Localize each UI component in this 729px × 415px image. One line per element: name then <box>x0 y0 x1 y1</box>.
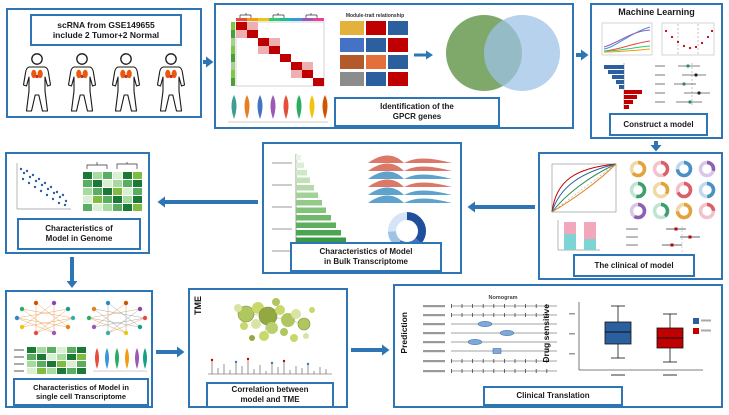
source-title-box: scRNA from GSE149655 include 2 Tumor+2 N… <box>30 14 182 46</box>
green-heatmap-thumbnail <box>83 162 142 211</box>
person-icon <box>23 53 52 112</box>
arrow-gpcr-to-ml <box>576 49 589 61</box>
tme-bubble-network-thumbnail <box>234 298 315 342</box>
arrow-bulk-to-genome <box>157 196 258 208</box>
arrow-tme-to-translation <box>351 344 390 356</box>
venn-diagram-thumbnail <box>446 15 560 91</box>
panel-genome: Characteristics of Model in Genome <box>5 152 150 254</box>
correlation-heatmap-thumbnail <box>231 13 325 87</box>
module-trait-heatmap-thumbnail: Module-trait relationship <box>340 13 410 95</box>
boxplot-legend <box>693 318 711 334</box>
panel-clinical-translation: Prediction Nomogram Drug sensitive <box>393 284 723 408</box>
panel-gpcr-identification: Module-trait relationship Identification… <box>214 3 574 129</box>
label-clinical-of-model: The clinical of model <box>573 254 695 277</box>
venn-right-circle <box>484 15 560 91</box>
person-icon <box>67 53 96 112</box>
drug-sensitive-vertical-label: Drug sensitive <box>541 304 551 363</box>
forest-plot-thumbnail <box>626 226 700 252</box>
source-title-line2: include 2 Tumor+2 Normal <box>52 30 160 40</box>
network-plot-thumbnail <box>14 300 76 336</box>
arrow-to-venn-icon <box>414 50 433 60</box>
machine-learning-title: Machine Learning <box>618 7 695 17</box>
drug-sensitivity-boxplot-thumbnail <box>569 302 711 376</box>
arrow-clinical-to-bulk <box>467 201 535 213</box>
mini-violin-strip-thumbnail <box>93 348 147 372</box>
box-blue <box>604 305 632 359</box>
scatter-plot-thumbnail <box>16 163 71 210</box>
panel-source: scRNA from GSE149655 include 2 Tumor+2 N… <box>6 8 202 118</box>
cross-validation-plot-thumbnail <box>661 22 715 56</box>
label-construct-model: Construct a model <box>609 113 708 136</box>
arrow-ml-to-clinical <box>650 141 662 152</box>
module-trait-title: Module-trait relationship <box>345 13 405 19</box>
panel-single-cell: Characteristics of Model in single cell … <box>5 290 153 408</box>
source-title-line1: scRNA from GSE149655 <box>57 19 155 30</box>
pathway-heatmap-thumbnail <box>14 347 86 374</box>
panel-machine-learning: Machine Learning <box>590 3 723 139</box>
nomogram-title: Nomogram <box>488 295 517 301</box>
stacked-bar-chart-thumbnail <box>557 220 600 251</box>
lollipop-plot-thumbnail <box>208 357 332 375</box>
panel-bulk-transcriptome: Characteristics of Model in Bulk Transcr… <box>262 142 462 274</box>
lung-left-icon <box>31 69 37 79</box>
tme-vertical-label: TME <box>193 296 203 315</box>
label-tme-correlation: Correlation between model and TME <box>206 382 334 408</box>
box-red <box>656 313 684 363</box>
person-icon <box>156 53 185 112</box>
module-trait-grid <box>340 21 408 86</box>
roc-curves-thumbnail <box>551 163 617 213</box>
network-plot-thumbnail <box>86 300 148 336</box>
person-icon <box>112 53 141 112</box>
panel-clinical-of-model: The clinical of model <box>538 152 723 280</box>
gene-forest-plot-thumbnail <box>655 63 710 107</box>
arrow-source-to-gpcr <box>203 56 214 68</box>
label-bulk-transcriptome: Characteristics of Model in Bulk Transcr… <box>290 242 442 272</box>
label-gpcr-identification: Identification of the GPCR genes <box>334 97 500 127</box>
ridge-plot-thumbnail <box>368 155 452 203</box>
lung-right-icon <box>37 69 44 79</box>
label-single-cell: Characteristics of Model in single cell … <box>13 378 149 406</box>
label-clinical-translation: Clinical Translation <box>483 386 623 406</box>
panel-tme: TME Correlation between model and TME <box>188 288 348 408</box>
prediction-vertical-label: Prediction <box>399 312 409 354</box>
donut-charts-grid-thumbnail <box>629 160 716 220</box>
label-genome: Characteristics of Model in Genome <box>17 218 141 250</box>
tumor-spot-icon <box>35 74 39 79</box>
arrow-single-cell-to-tme <box>156 346 185 358</box>
nomogram-thumbnail: Nomogram <box>423 295 557 373</box>
violin-plot-thumbnail <box>228 95 328 123</box>
lasso-path-plot-thumbnail <box>601 22 653 56</box>
arrow-genome-to-single-cell <box>66 257 78 288</box>
coefficient-bar-plot-thumbnail <box>604 63 642 109</box>
patient-figures <box>12 52 196 114</box>
